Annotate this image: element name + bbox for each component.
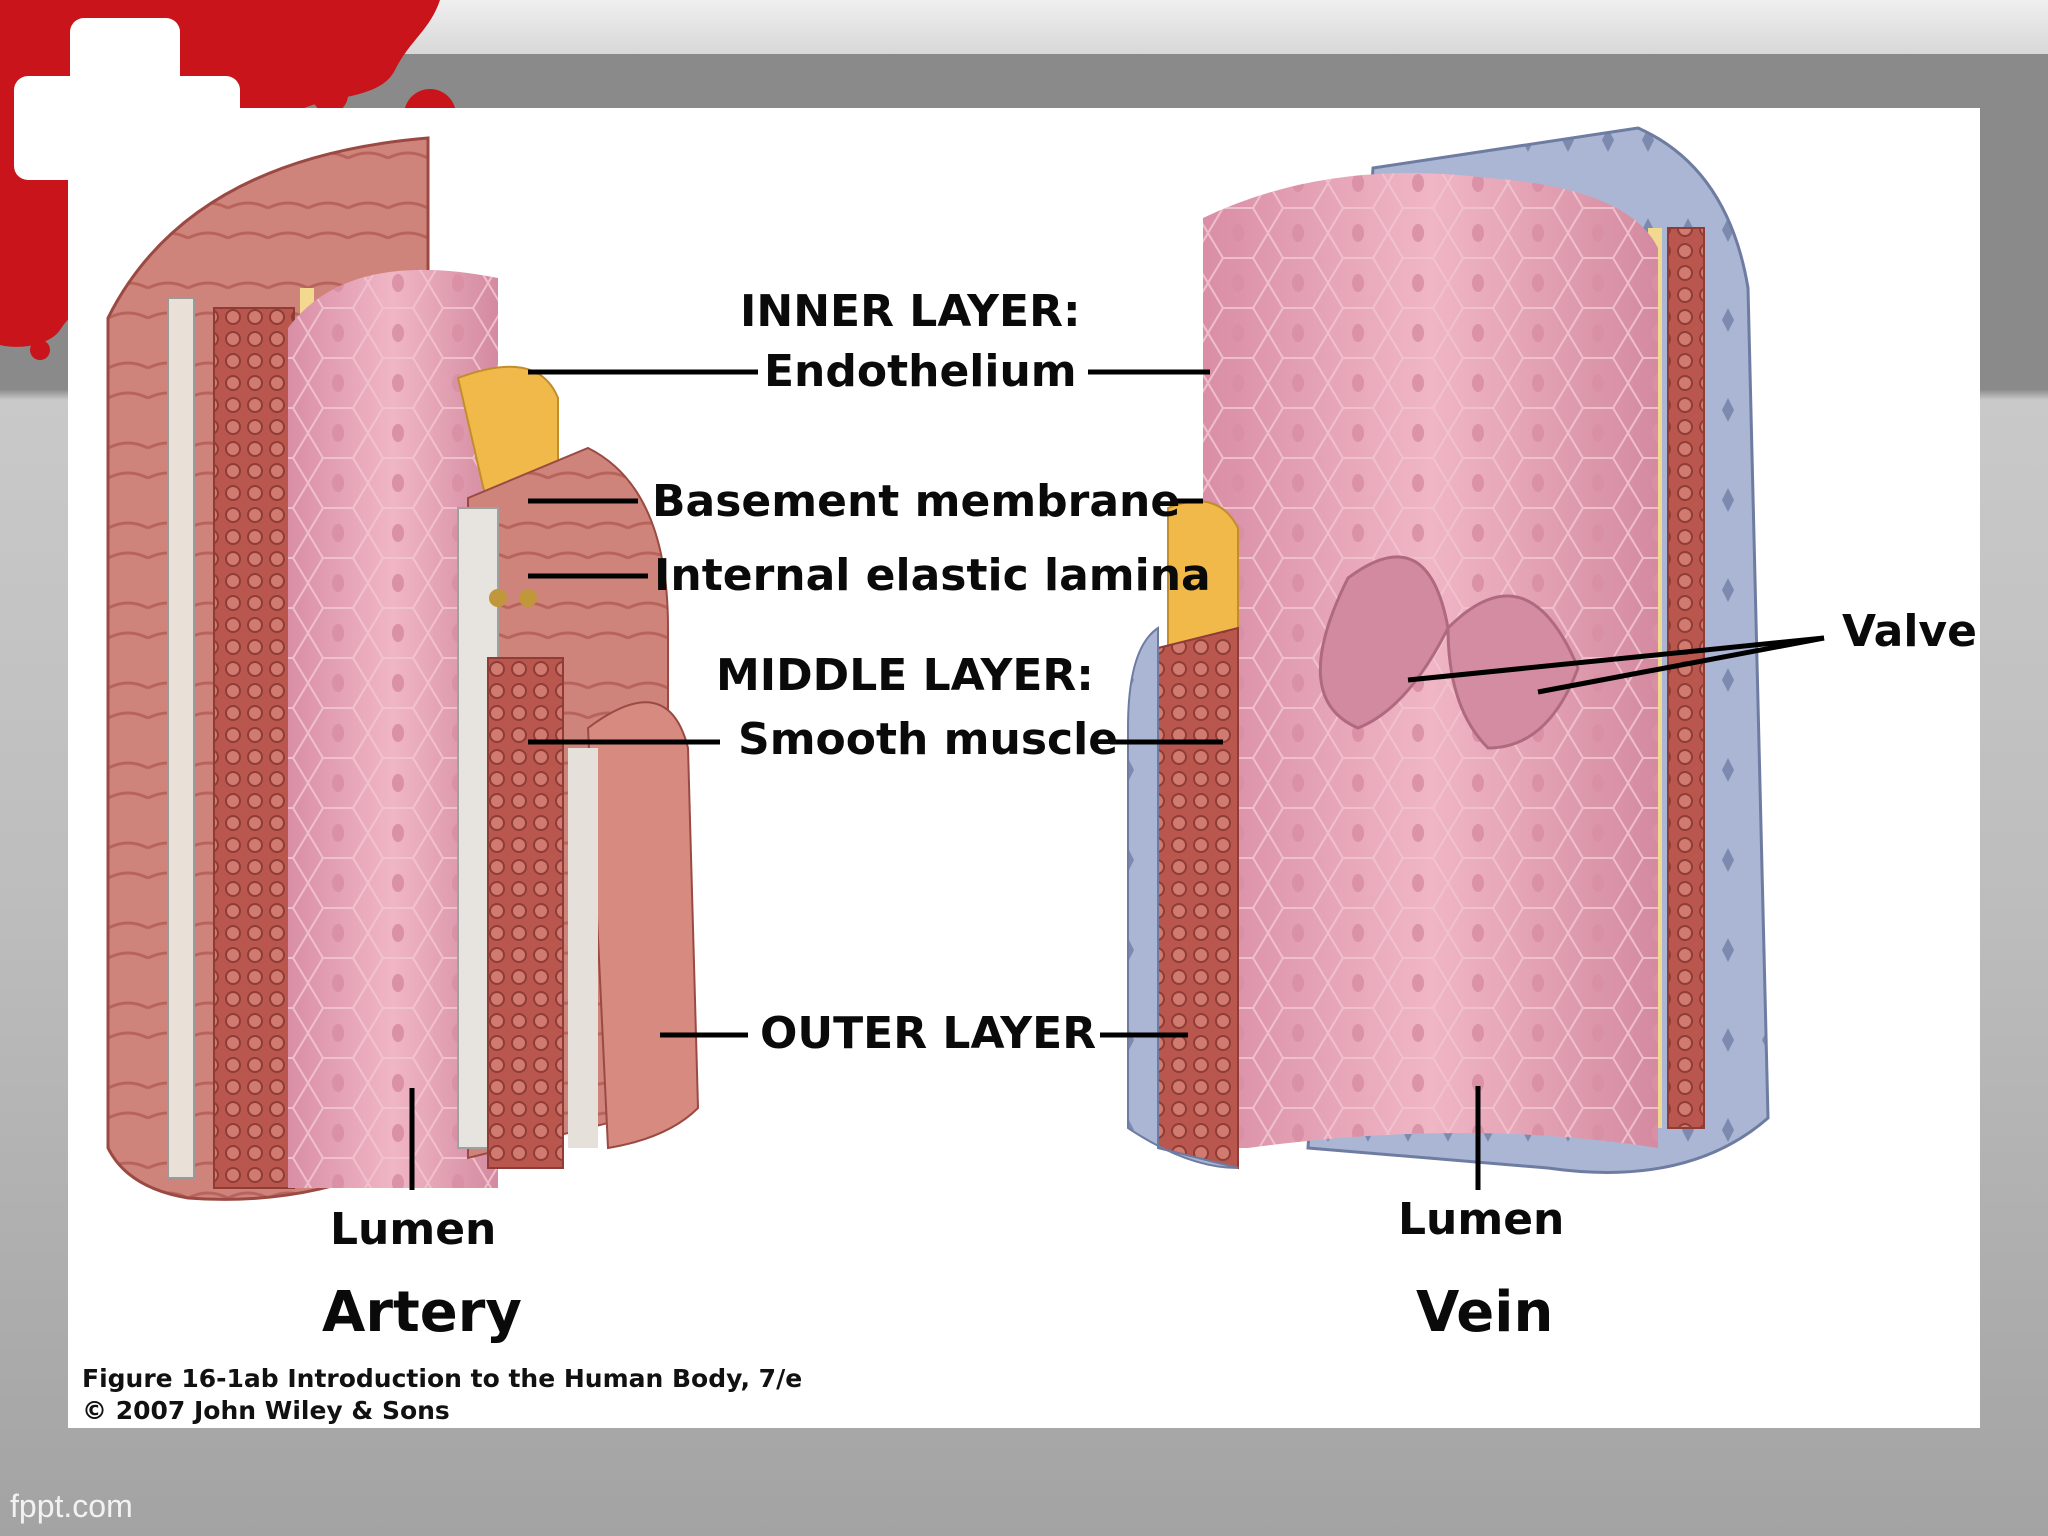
label-basement-membrane: Basement membrane — [652, 476, 1180, 527]
label-lumen-vein: Lumen — [1398, 1194, 1564, 1245]
figure-credit-line2: © 2007 John Wiley & Sons — [82, 1396, 450, 1425]
artery-illustration — [108, 138, 698, 1199]
label-inner-layer: INNER LAYER: — [740, 286, 1081, 337]
vein-illustration — [1128, 128, 1768, 1172]
label-artery: Artery — [322, 1280, 522, 1345]
figure-credit-line1: Figure 16-1ab Introduction to the Human … — [82, 1364, 802, 1393]
label-middle-layer: MIDDLE LAYER: — [716, 650, 1094, 701]
figure-panel: INNER LAYER: Endothelium Basement membra… — [68, 108, 1980, 1428]
label-outer-layer: OUTER LAYER — [760, 1008, 1096, 1059]
label-lumen-artery: Lumen — [330, 1204, 496, 1255]
label-vein: Vein — [1416, 1280, 1553, 1345]
label-internal-elastic-lamina: Internal elastic lamina — [654, 550, 1211, 601]
footer-watermark: fppt.com — [10, 1488, 133, 1525]
label-endothelium: Endothelium — [764, 346, 1077, 397]
label-smooth-muscle: Smooth muscle — [738, 714, 1118, 765]
label-valve: Valve — [1842, 606, 1977, 657]
